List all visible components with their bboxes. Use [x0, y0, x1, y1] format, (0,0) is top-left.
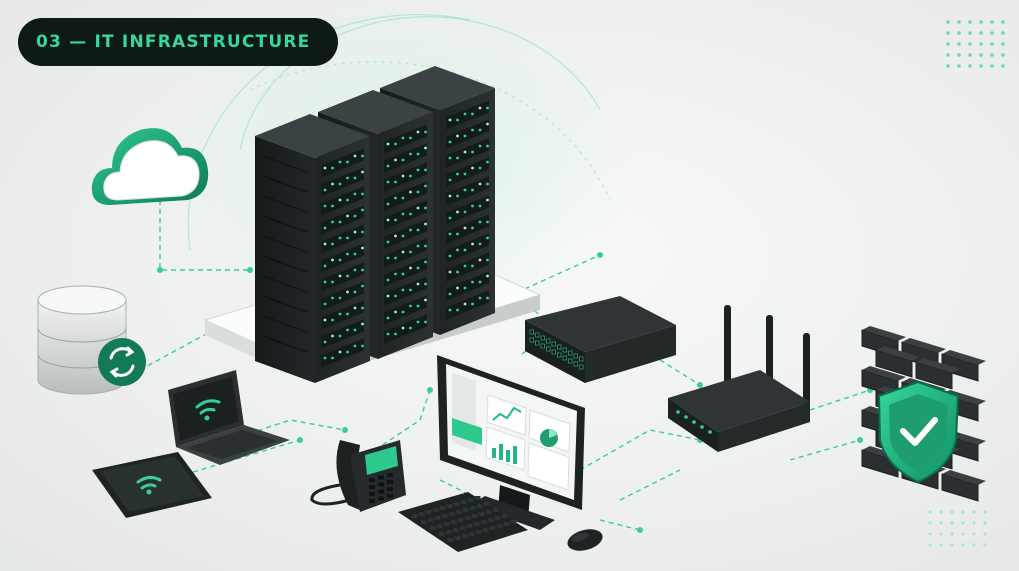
switch-ports: [529, 329, 584, 370]
wifi-icon: [136, 475, 162, 490]
tablet-icon: [92, 452, 212, 518]
monitor-icon: [437, 355, 585, 530]
title-badge: 03 — IT INFRASTRUCTURE: [18, 18, 338, 66]
keyboard-icon: [398, 492, 528, 552]
server-rack-icon: [255, 114, 370, 383]
shield-check-icon: [877, 380, 960, 484]
mouse-icon: [567, 529, 603, 551]
cloud-icon: [91, 128, 209, 205]
wifi-icon: [195, 399, 221, 415]
dashboard-panels: [452, 394, 571, 491]
dot-grid-bottom-right: [928, 510, 987, 547]
sync-icon: [109, 346, 135, 378]
database-icon: [37, 285, 146, 395]
title-badge-label: 03 — IT INFRASTRUCTURE: [36, 32, 311, 52]
phone-keypad: [369, 473, 393, 503]
laptop-icon: [168, 370, 290, 465]
wifi-router-icon: [668, 305, 810, 452]
dot-grid-top-right: [946, 20, 1005, 68]
server-racks: [255, 66, 495, 383]
network-switch-icon: [525, 296, 676, 383]
desk-phone-icon: [310, 440, 406, 512]
